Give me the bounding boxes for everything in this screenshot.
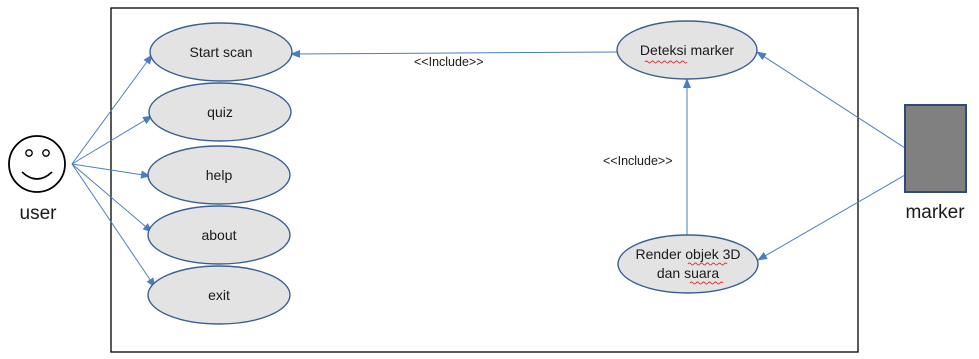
use-case-render-objek: Render objek 3D dan suara [617, 234, 759, 294]
marker-actor: marker [904, 104, 967, 223]
user-actor-label: user [20, 203, 58, 224]
spellcheck-underline [644, 60, 688, 64]
use-case-exit-label: exit [208, 287, 230, 303]
user-to-exit-link [71, 163, 156, 288]
use-case-exit: exit [147, 265, 291, 325]
include-label-right: <<Include>> [603, 154, 673, 168]
use-case-render-line2-label: dan suara [657, 265, 719, 281]
use-case-start-scan: Start scan [149, 22, 293, 82]
use-case-deteksi-marker-label: Deteksi marker [640, 42, 734, 58]
marker-to-deteksi-link [756, 51, 906, 149]
smiley-right-eye [42, 149, 50, 157]
user-actor: user [8, 135, 66, 224]
include-label-top: <<Include>> [414, 55, 484, 69]
use-case-start-scan-label: Start scan [189, 44, 252, 60]
user-to-quiz-link [71, 115, 153, 165]
include-deteksi-to-start-scan-link [290, 49, 618, 58]
spellcheck-underline [689, 281, 724, 285]
spellcheck-underline [687, 262, 728, 266]
smiley-left-eye [25, 149, 33, 157]
use-case-quiz: quiz [148, 82, 292, 142]
marker-to-render-link [757, 174, 906, 261]
user-to-help-link [71, 163, 151, 179]
use-case-quiz-label: quiz [207, 104, 233, 120]
use-case-deteksi-marker: Deteksi marker [616, 20, 758, 80]
use-case-help: help [147, 145, 291, 205]
use-case-about-label: about [201, 227, 236, 243]
marker-actor-label: marker [905, 202, 965, 223]
smiley-mouth [21, 171, 53, 180]
use-case-render-line1-label: Render objek 3D [635, 246, 740, 262]
user-to-start-scan-link [71, 54, 153, 165]
use-case-help-label: help [206, 167, 233, 183]
use-case-about: about [147, 205, 291, 265]
marker-box [904, 104, 967, 193]
smiley-face-icon [8, 135, 66, 193]
user-to-about-link [71, 163, 153, 233]
